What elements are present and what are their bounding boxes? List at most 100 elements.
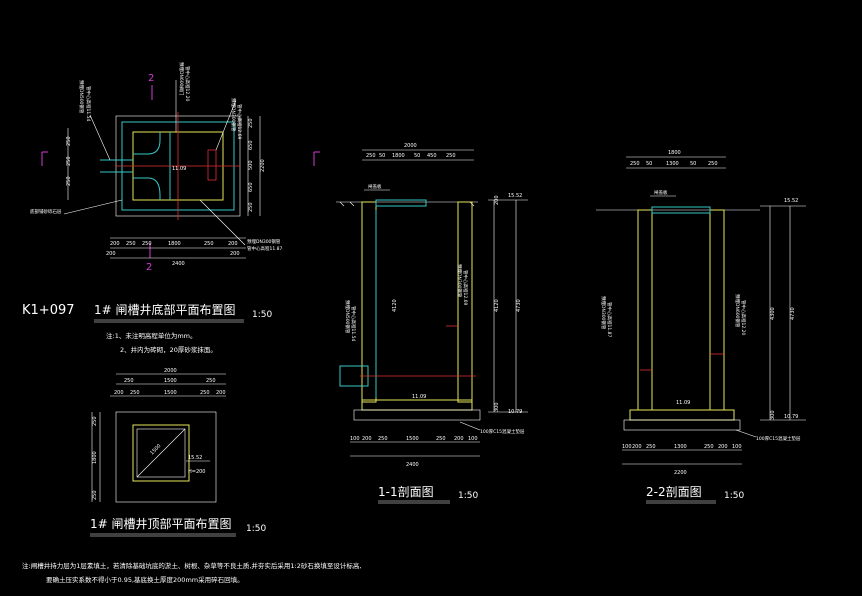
dim-b-200: 200 [110,241,120,247]
s1-dim-b100b: 100 [468,436,478,442]
pt-dim-b1500: 1500 [164,390,177,396]
s1-dim-r4730: 4730 [516,299,522,312]
dim-b-200-2: 200 [106,251,116,257]
dim-b-200-3: 200 [230,251,240,257]
section-2-2: 1800 250 50 1300 50 250 闸盖板 预埋DN300钢管 管中… [596,150,806,504]
pt-dim-b250b: 250 [200,390,210,396]
pt-dim-250b: 250 [206,378,216,384]
pt-cover-inner [136,428,186,478]
s1-label-right: 预埋DN300钢管 [456,264,463,298]
s2-label-right2: 管中心高程12.20 [740,300,747,336]
s2-concrete [623,419,741,431]
pt-dim-b200b: 200 [216,390,226,396]
pt-diag [136,428,186,478]
s2-dim-b250b: 250 [704,444,714,450]
s1-dim-2000: 2000 [404,143,417,149]
pt-dim-l2: 1800 [92,451,98,464]
label-top-pipe-elev: 管中心高程12.20 [184,66,191,102]
bottom-note-1: 注:闸槽井持力层为1层素填土，若清除基础坑底的淤土、树根、杂草等不良土质,并夯实… [22,561,361,570]
pt-dim-b250: 250 [130,390,140,396]
dim-b-total: 2400 [172,261,185,267]
dim-right-4: 650 [248,182,254,192]
s1-label-right2: 管中心高程12.69 [462,270,469,306]
s1-dim-b1500: 1500 [406,436,419,442]
dim-b-200b: 200 [228,241,238,247]
s1-base [361,399,473,411]
s2-cover [651,206,711,214]
s1-dim-r300: 300 [494,402,500,412]
pt-dim-2000: 2000 [164,368,177,374]
bottom-note-2: 要确土压实系数不得小于0.95,基底换土厚度200mm采用碎石回填。 [46,575,244,584]
plan-bottom-view: 2 2 11.09 预埋DN600阀门 管中心高程12.20 预埋DN500钢管… [22,62,320,354]
s2-dim-b100b: 100 [732,444,742,450]
section-mark-2-top: 2 [148,73,154,84]
s1-title: 1-1剖面图 [378,485,434,499]
station-label: K1+097 [22,303,75,318]
s1-dim-250b: 250 [446,153,456,159]
plan-bottom-scale: 1:50 [252,310,272,320]
s2-dim-250b: 250 [708,161,718,167]
pt-diag-text: 1500 [149,443,162,456]
label-right-pipe-elev: 管中心高程12.69 [236,104,243,140]
s2-label-right: 预埋DN600钢管 [734,294,741,328]
s2-dim-250: 250 [630,161,640,167]
s1-dim-b-total: 2400 [406,462,419,468]
plan-note-2: 2、井内为砖砌，20厚砂浆抹面。 [120,345,217,354]
s1-label-left2: 管中心高程11.54 [350,306,357,342]
s1-concrete-leader [459,421,481,431]
section-1-1: 2000 250 50 1800 50 450 250 闸盖板 预埋DN500钢… [336,143,528,504]
s2-dim-b200b: 200 [718,444,728,450]
s1-wall-right [457,201,473,403]
pt-dim-250: 250 [124,378,134,384]
dim-right-total: 2200 [260,159,266,172]
plan-top-title: 1# 闸槽井顶部平面布置图 [90,516,232,531]
leader-sand [63,199,123,215]
s1-dim-250: 250 [366,153,376,159]
s2-dim-b200: 200 [632,444,642,450]
s2-wall-right [709,209,725,411]
s2-dim-r4300: 4300 [770,307,776,320]
s1-dim-b250: 250 [378,436,388,442]
s1-label-left: 预埋DN500钢管 [344,300,351,334]
label-left-pipe: 预埋DN500钢管 [78,80,85,114]
s1-hatch [339,201,475,207]
dim-left-3: 250 [66,176,72,186]
label-sand: 底部铺砂砾石层 [30,208,62,215]
s2-dim-b250: 250 [646,444,656,450]
s1-dim-r4120: 4120 [494,299,500,312]
pipe-curve-bottom [133,177,161,200]
s2-elev-top: 15.52 [784,198,798,204]
leader-bottom [199,199,246,246]
pt-outer [115,411,217,503]
s2-base [629,409,735,421]
s1-label-cover: 闸盖板 [368,183,382,190]
s2-label-left: 预埋DN300钢管 [600,296,607,330]
s2-dim-1800: 1800 [668,150,681,156]
s1-concrete [353,409,481,421]
s2-dim-b1300: 1300 [674,444,687,450]
s2-scale: 1:50 [724,491,744,501]
s2-label-concrete: 100厚C15混凝土垫层 [756,435,801,442]
dim-right-2: 650 [248,140,254,150]
pt-h: H=200 [188,469,206,475]
s2-concrete-leader [735,429,757,438]
s1-label-concrete: 100厚C15混凝土垫层 [480,428,525,435]
s1-dim-1800: 1800 [392,153,405,159]
s2-dim-r4730: 4730 [790,307,796,320]
pt-dim-1500: 1500 [164,378,177,384]
dim-right-1: 250 [248,118,254,128]
pt-dim-l1: 250 [92,416,98,426]
s2-dim-b-total: 2200 [674,470,687,476]
label-bottom-pipe-elev: 管中心高程11.87 [247,245,283,252]
s1-height-inner: 4120 [392,299,398,312]
s1-dim-b100: 100 [350,436,360,442]
dim-right-5: 250 [248,202,254,212]
s1-dim-50b: 50 [414,153,420,159]
valve-right [207,149,217,181]
s2-elev-bottom: 11.09 [676,400,690,406]
dim-left-2: 250 [66,156,72,166]
s1-cover [375,199,427,207]
label-top-pipe: 预埋DN600阀门 [178,62,185,96]
dim-b-250c: 250 [204,241,214,247]
